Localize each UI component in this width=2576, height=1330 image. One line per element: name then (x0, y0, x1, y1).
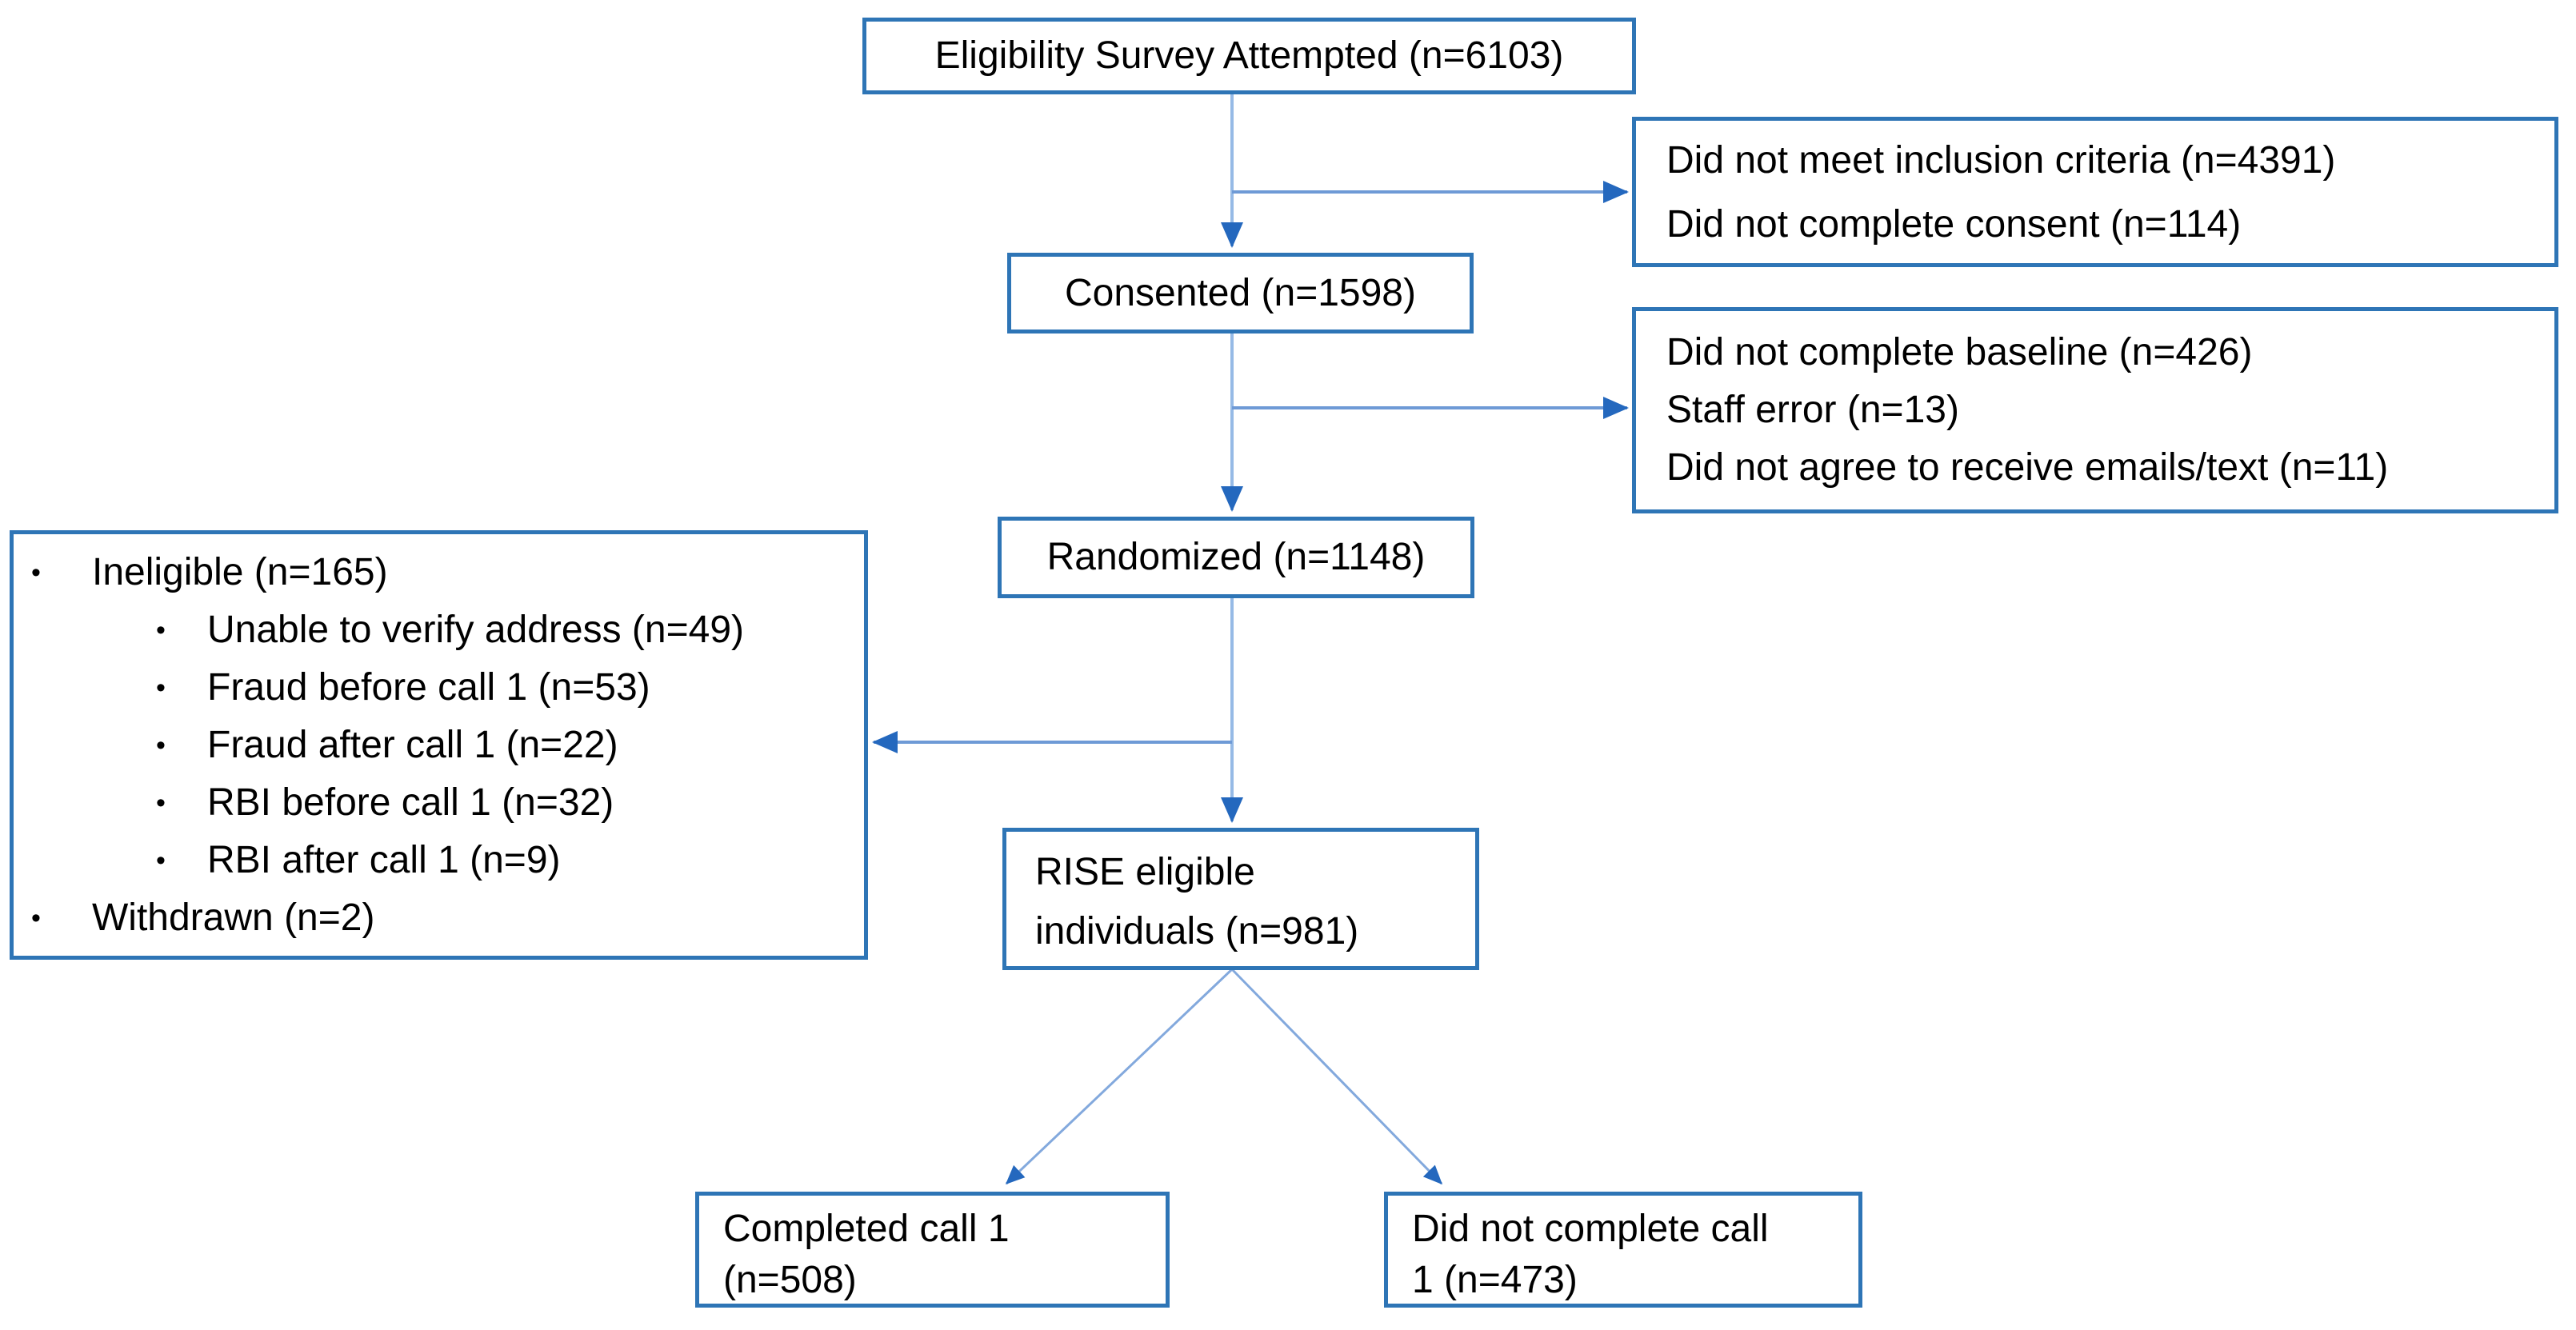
box-consented: Consented (n=1598) (1007, 253, 1474, 333)
box-line: Completed call 1 (723, 1208, 1010, 1250)
bullet-icon: • (156, 845, 166, 876)
list-item: • Withdrawn (n=2) (14, 889, 864, 947)
bullet-icon: • (156, 788, 166, 818)
connector-rise-to-not-completed (1230, 968, 1443, 1185)
box-label: Eligibility Survey Attempted (n=6103) (934, 34, 1564, 78)
box-line: Did not complete baseline (n=426) (1666, 331, 2253, 373)
list-item-label: Unable to verify address (n=49) (207, 609, 745, 652)
list-item: • RBI before call 1 (n=32) (14, 774, 864, 832)
box-line: RISE eligible (1035, 851, 1255, 893)
list-item-label: Fraud after call 1 (n=22) (207, 724, 618, 767)
box-exclusion-pre-randomization: Did not complete baseline (n=426) Staff … (1632, 307, 2558, 513)
connector-rise-to-completed (1005, 968, 1234, 1185)
bullet-icon: • (156, 673, 166, 703)
box-line: Did not complete call (1412, 1208, 1769, 1250)
list-item-label: Fraud before call 1 (n=53) (207, 666, 650, 709)
box-line: individuals (n=981) (1035, 910, 1359, 953)
box-randomized: Randomized (n=1148) (998, 517, 1474, 598)
bullet-icon: • (156, 615, 166, 645)
list-item: • Fraud before call 1 (n=53) (14, 659, 864, 717)
list-item: • Fraud after call 1 (n=22) (14, 717, 864, 774)
box-exclusion-pre-consent: Did not meet inclusion criteria (n=4391)… (1632, 117, 2558, 267)
list-item-label: RBI before call 1 (n=32) (207, 781, 614, 825)
box-rise-eligible: RISE eligible individuals (n=981) (1002, 828, 1479, 970)
list-item: • Ineligible (n=165) (14, 544, 864, 601)
list-item: • RBI after call 1 (n=9) (14, 832, 864, 889)
box-line: Did not complete consent (n=114) (1666, 203, 2242, 246)
box-completed-call-1: Completed call 1 (n=508) (695, 1192, 1170, 1308)
box-eligibility-survey: Eligibility Survey Attempted (n=6103) (862, 18, 1636, 94)
list-item-label: Withdrawn (n=2) (92, 897, 375, 940)
box-line: Did not meet inclusion criteria (n=4391) (1666, 139, 2336, 182)
bullet-icon: • (156, 730, 166, 761)
box-line: 1 (n=473) (1412, 1259, 1578, 1301)
box-line: Staff error (n=13) (1666, 389, 1959, 431)
list-item: • Unable to verify address (n=49) (14, 601, 864, 659)
box-line: (n=508) (723, 1259, 857, 1301)
box-ineligible-withdrawn: • Ineligible (n=165) • Unable to verify … (10, 530, 868, 960)
box-label: Consented (n=1598) (1065, 271, 1416, 314)
list-item-label: RBI after call 1 (n=9) (207, 839, 561, 882)
box-line: Did not agree to receive emails/text (n=… (1666, 446, 2389, 489)
bullet-icon: • (31, 557, 41, 588)
list-item-label: Ineligible (n=165) (92, 551, 388, 594)
box-did-not-complete-call-1: Did not complete call 1 (n=473) (1384, 1192, 1862, 1308)
bullet-icon: • (31, 903, 41, 933)
box-label: Randomized (n=1148) (1046, 536, 1426, 579)
